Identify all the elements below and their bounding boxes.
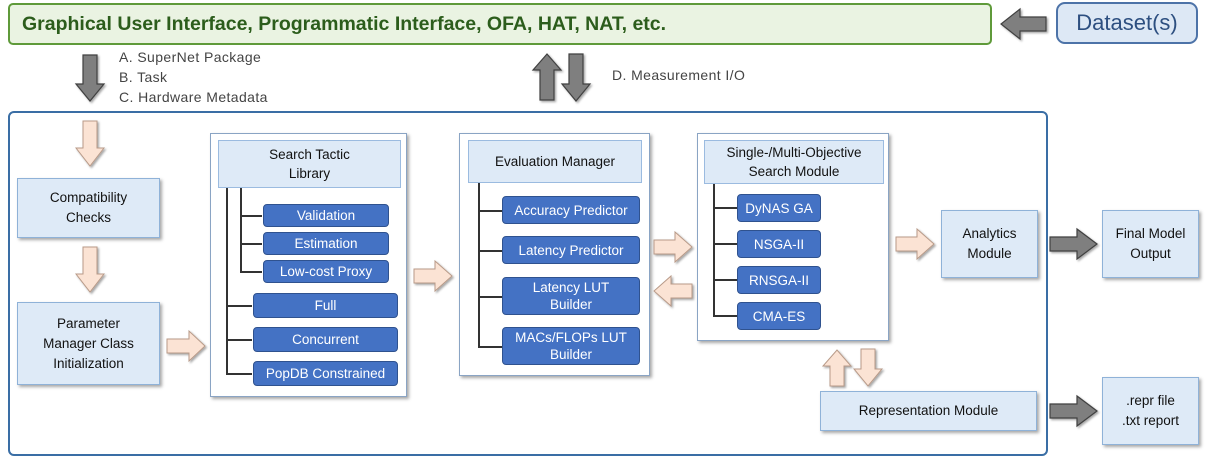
evaluation-tree-trunk [478,183,480,347]
tactic-validation: Validation [263,204,389,227]
report-output-box: .repr file .txt report [1102,377,1199,445]
accuracy-predictor: Accuracy Predictor [502,196,640,224]
tactic-full-label: Full [314,298,337,313]
analytics-to-output-arrow [1049,227,1098,261]
parameter-to-tactic-arrow [166,329,206,363]
tactic-full: Full [253,293,398,318]
dataset-label: Dataset(s) [1076,10,1178,35]
evaluation-manager-header: Evaluation Manager [468,140,642,183]
search-to-representation-arrow [852,348,884,387]
representation-to-report-arrow [1049,394,1098,428]
final-model-output-box: Final Model Output [1102,210,1199,278]
search-tactic-header: Search Tactic Library [218,140,401,188]
tactic-popdb-constrained-label: PopDB Constrained [265,366,386,381]
latency-predictor: Latency Predictor [502,236,640,264]
search-module-tree-trunk [713,184,715,317]
tactic-concurrent-label: Concurrent [292,332,359,347]
entry-to-compatibility-arrow [74,120,106,167]
algorithm-dynas-ga: DyNAS GA [737,194,821,222]
dataset-box: Dataset(s) [1056,2,1198,44]
tree-branch [478,296,502,298]
tactic-validation-label: Validation [296,208,356,223]
txt-report-label: .txt report [1121,413,1180,428]
tree-branch [713,243,737,245]
representation-module-box: Representation Module [820,391,1037,431]
tactic-popdb-constrained: PopDB Constrained [253,361,398,386]
algorithm-rnsga-ii-label: RNSGA-II [748,272,809,288]
measurement-io-note: D. Measurement I/O [612,67,746,83]
algorithm-cma-es-label: CMA-ES [752,308,806,324]
search-module-header: Single-/Multi-Objective Search Module [704,140,884,184]
tree-branch [240,243,262,245]
tree-branch [713,279,737,281]
final-model-output-label: Final Model Output [1115,226,1186,261]
evaluation-to-search-arrow [653,230,693,264]
input-notes: A. SuperNet Package B. Task C. Hardware … [119,47,268,107]
latency-predictor-label: Latency Predictor [518,242,624,258]
algorithm-dynas-ga-label: DyNAS GA [745,200,813,216]
tree-branch [240,271,262,273]
measurement-down-arrow [560,53,592,102]
evaluation-manager-title: Evaluation Manager [494,154,616,169]
tree-branch [478,210,502,212]
search-tactic-subtree-trunk [240,188,242,272]
interface-banner: Graphical User Interface, Programmatic I… [8,3,992,45]
measurement-up-arrow [531,53,563,101]
tactic-low-cost-proxy-label: Low-cost Proxy [279,264,373,279]
compatibility-checks-box: Compatibility Checks [17,178,160,238]
compatibility-to-parameter-arrow [74,246,106,293]
search-to-evaluation-arrow [653,274,693,308]
algorithm-nsga-ii-label: NSGA-II [753,236,805,252]
tactic-low-cost-proxy: Low-cost Proxy [263,260,389,283]
input-note-task: B. Task [119,69,168,85]
compatibility-checks-label: Compatibility Checks [49,190,128,225]
repr-file-label: .repr file [1126,393,1175,408]
analytics-module-label: Analytics Module [962,226,1017,261]
tree-branch [713,315,737,317]
inputs-down-arrow [74,54,106,102]
tactic-estimation: Estimation [263,232,389,255]
interface-banner-title: Graphical User Interface, Programmatic I… [22,12,667,35]
tree-branch [240,215,262,217]
search-tactic-title: Search Tactic Library [269,147,350,181]
latency-lut-builder-label: Latency LUT Builder [532,280,610,312]
input-note-supernet: A. SuperNet Package [119,49,262,65]
search-tactic-tree-trunk [226,188,228,374]
parameter-manager-box: Parameter Manager Class Initialization [17,302,160,385]
dataset-to-banner-arrow [1000,7,1047,41]
framework-frame [8,111,1048,456]
search-to-analytics-arrow [895,227,935,261]
algorithm-cma-es: CMA-ES [737,302,821,330]
representation-module-label: Representation Module [858,403,999,418]
search-module-title: Single-/Multi-Objective Search Module [726,145,862,179]
tree-branch [226,339,252,341]
parameter-manager-label: Parameter Manager Class Initialization [43,315,134,371]
tree-branch [226,305,252,307]
algorithm-rnsga-ii: RNSGA-II [737,266,821,294]
tree-branch [478,250,502,252]
accuracy-predictor-label: Accuracy Predictor [514,202,628,218]
analytics-module-box: Analytics Module [941,210,1038,278]
latency-lut-builder: Latency LUT Builder [502,277,640,315]
input-note-hardware: C. Hardware Metadata [119,89,268,105]
tree-branch [478,346,502,348]
tree-branch [713,207,737,209]
macs-flops-lut-builder-label: MACs/FLOPs LUT Builder [515,330,627,362]
tactic-concurrent: Concurrent [253,327,398,352]
macs-flops-lut-builder: MACs/FLOPs LUT Builder [502,327,640,365]
representation-to-search-arrow [821,349,853,387]
tree-branch [226,373,252,375]
algorithm-nsga-ii: NSGA-II [737,230,821,258]
tactic-to-evaluation-arrow [413,259,453,293]
tactic-estimation-label: Estimation [294,236,358,251]
